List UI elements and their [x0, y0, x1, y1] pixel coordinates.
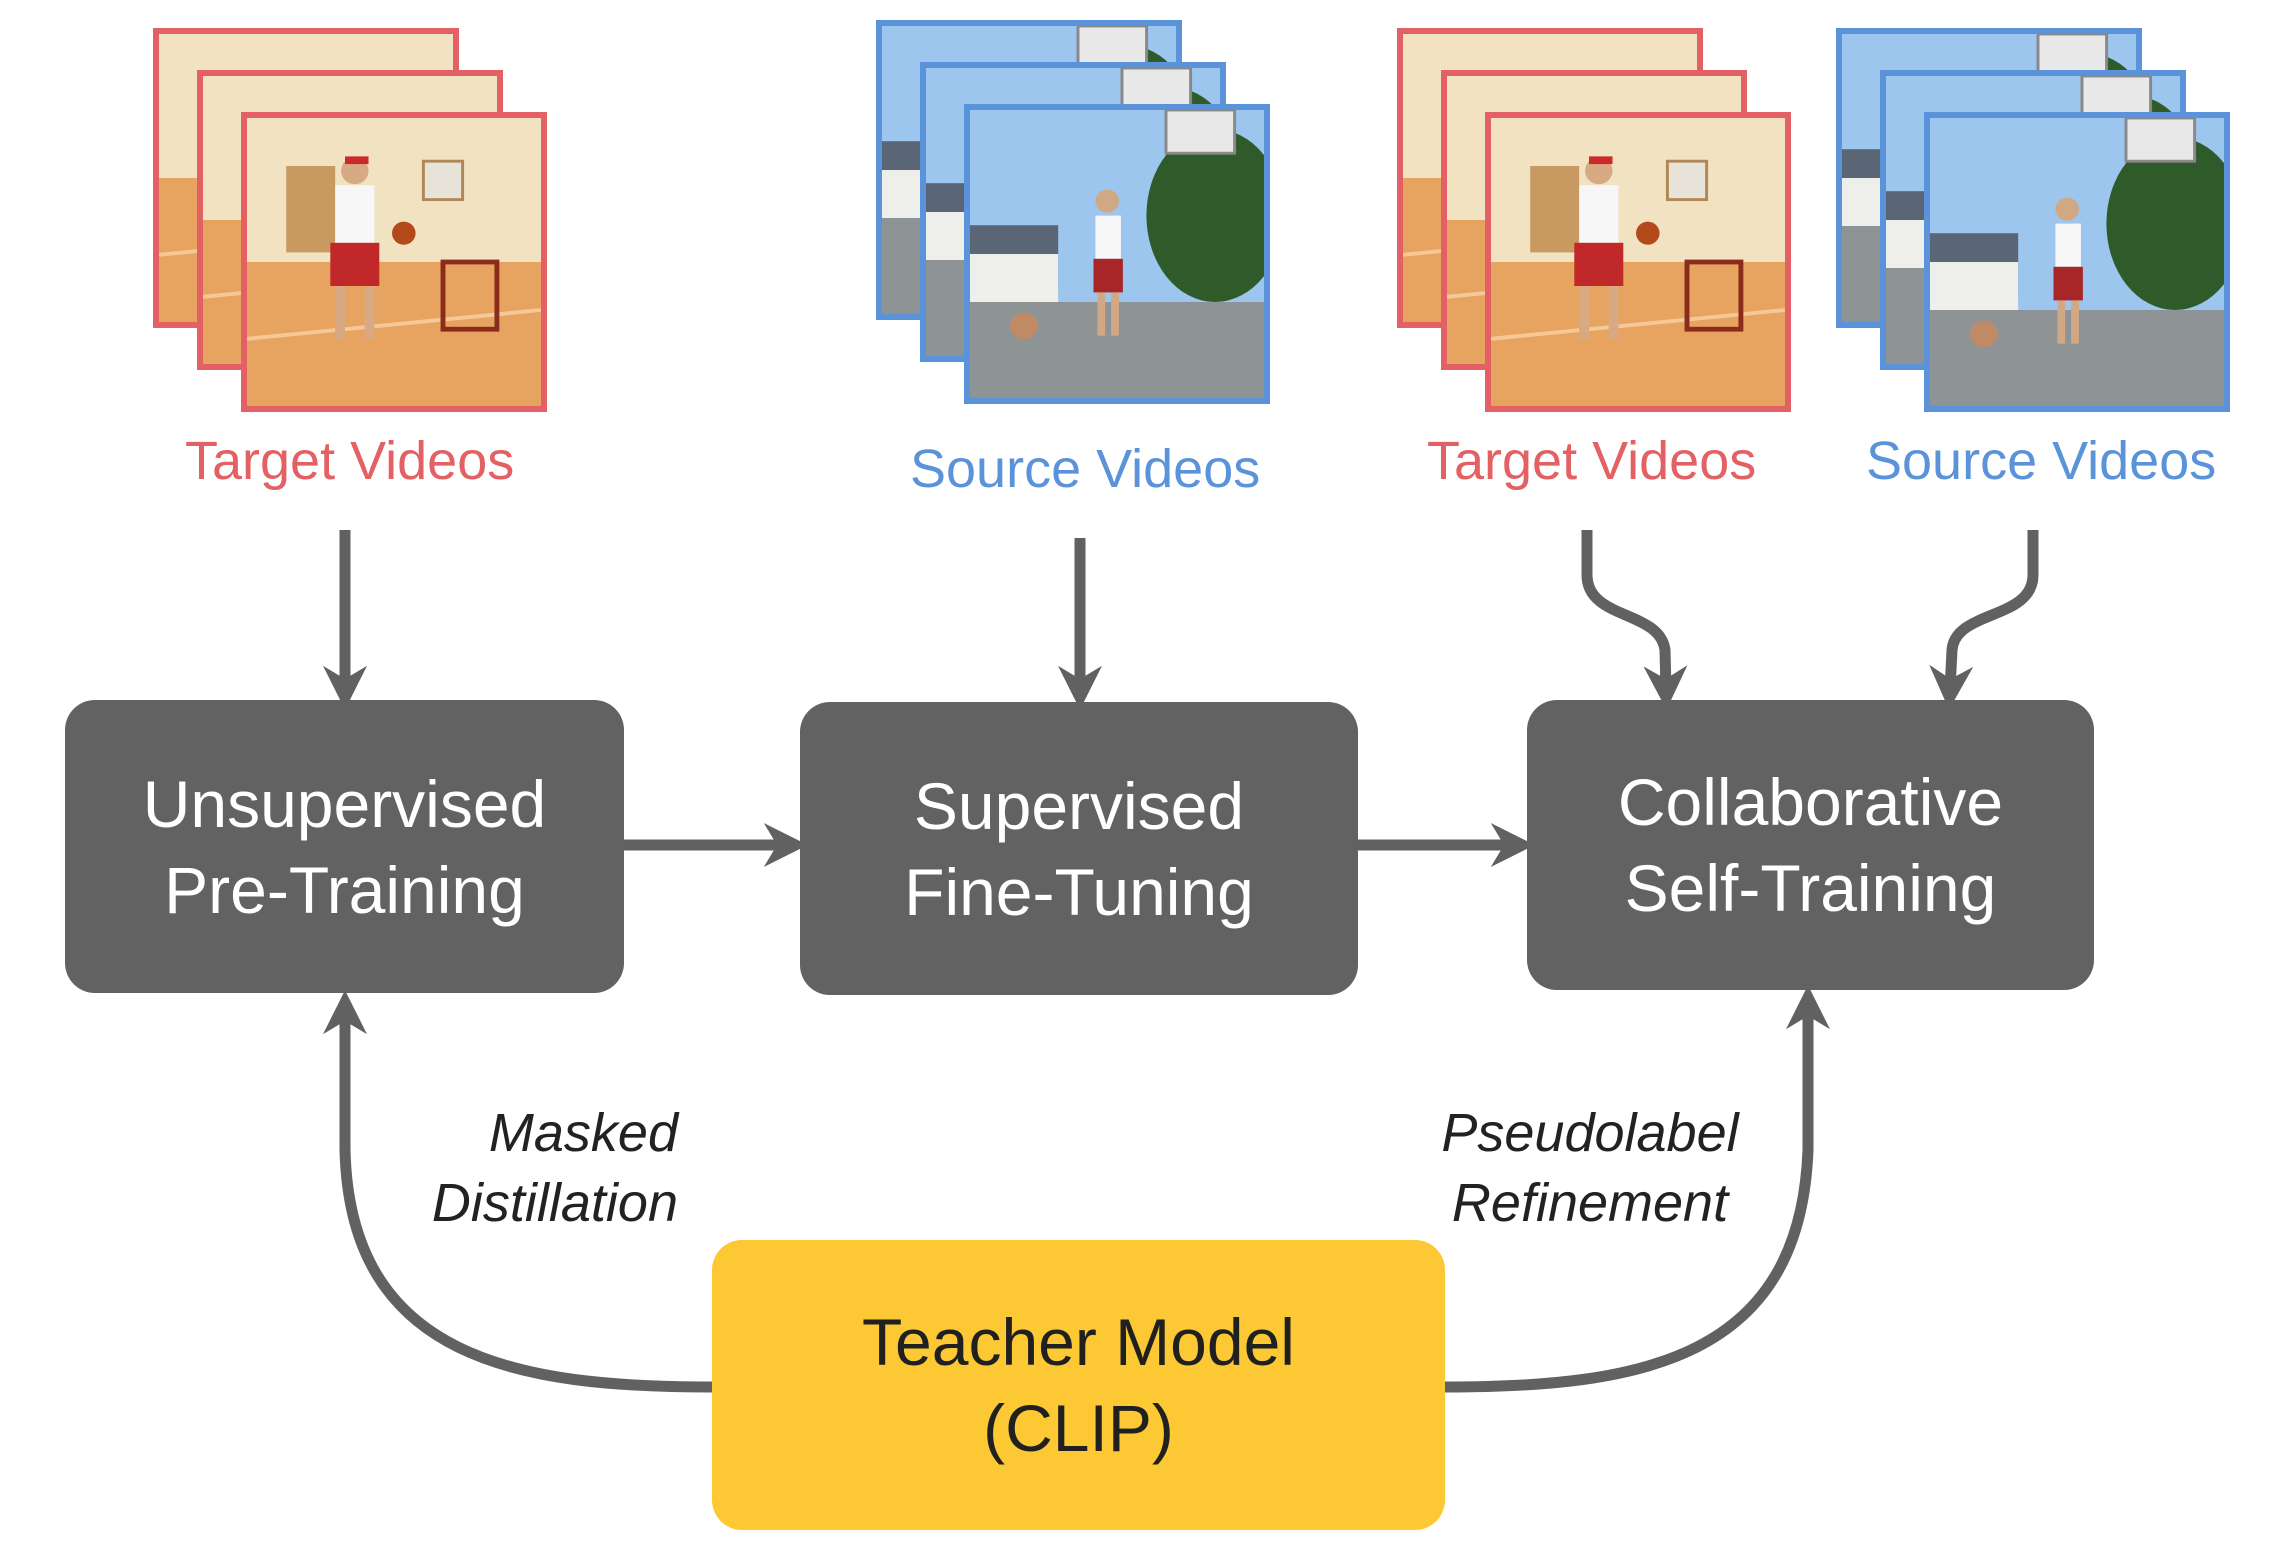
- stage-label: Unsupervised Pre-Training: [142, 766, 547, 927]
- edge-label-masked-distillation: Masked Distillation: [431, 1103, 678, 1233]
- video-frame-stack-icon: [241, 112, 547, 412]
- caption-source-videos: Source Videos: [910, 439, 1261, 499]
- arrow-target-to-selftraining: [1581, 530, 1688, 710]
- video-frame-stack-icon: [964, 104, 1270, 404]
- caption-source-videos-2: Source Videos: [1866, 431, 2217, 491]
- stage-supervised-finetuning: Supervised Fine-Tuning: [800, 702, 1358, 995]
- video-frame-stack-icon: [1924, 112, 2230, 412]
- stage-collaborative-selftraining: Collaborative Self-Training: [1527, 700, 2094, 990]
- teacher-label: Teacher Model (CLIP): [862, 1305, 1295, 1465]
- stage-unsupervised-pretraining: Unsupervised Pre-Training: [65, 700, 624, 993]
- arrow-teacher-to-selftraining: [1444, 985, 1830, 1393]
- edge-label-pseudolabel-refinement: Pseudolabel Refinement: [1441, 1103, 1739, 1233]
- stage-label: Collaborative Self-Training: [1617, 765, 2004, 925]
- caption-target-videos-2: Target Videos: [1427, 431, 1757, 491]
- arrow-teacher-to-pretraining: [323, 990, 713, 1393]
- caption-target-videos: Target Videos: [185, 431, 515, 491]
- teacher-model-box: Teacher Model (CLIP): [712, 1240, 1445, 1530]
- stage-label: Supervised Fine-Tuning: [904, 768, 1254, 929]
- video-frame-stack-icon: [1485, 112, 1791, 412]
- arrow-source-to-selftraining: [1929, 530, 2039, 710]
